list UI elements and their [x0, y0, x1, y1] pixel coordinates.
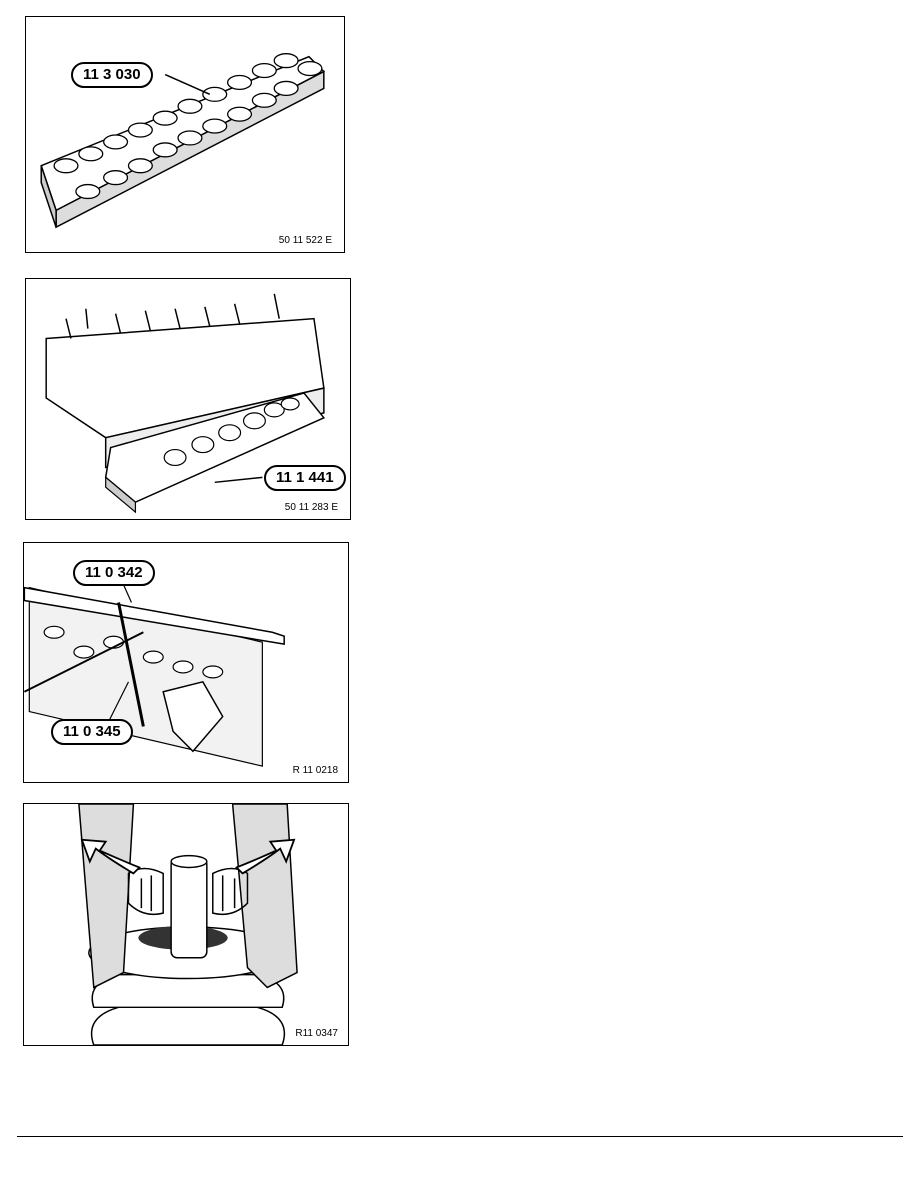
- figure-2: 11 1 441 50 11 283 E: [25, 278, 351, 520]
- page-divider: [17, 1136, 903, 1137]
- callout-11-0-345: 11 0 345: [51, 719, 133, 745]
- callout-11-0-342: 11 0 342: [73, 560, 155, 586]
- figure-code: 50 11 283 E: [284, 502, 338, 513]
- figure-code: 50 11 522 E: [278, 235, 332, 246]
- peg-board-illustration: [40, 53, 326, 229]
- figure-4: R11 0347: [23, 803, 349, 1046]
- cylinder-head-illustration: [45, 293, 326, 514]
- valve-keeper-removal-illustration: [78, 804, 298, 1045]
- valve-compressor-illustration: [24, 584, 285, 767]
- figure-1: 11 3 030 50 11 522 E: [25, 16, 345, 253]
- figure-code: R 11 0218: [292, 765, 338, 776]
- figure-3: 11 0 342 11 0 345 R 11 0218: [23, 542, 349, 783]
- callout-11-1-441: 11 1 441: [264, 465, 346, 491]
- figure-code: R11 0347: [295, 1028, 338, 1039]
- callout-11-3-030: 11 3 030: [71, 62, 153, 88]
